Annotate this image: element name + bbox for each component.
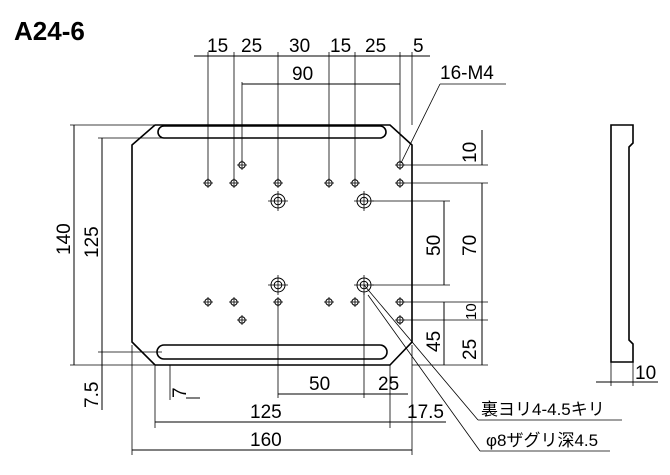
dim-side-10: 10 [635, 363, 656, 384]
hole-r2b [229, 297, 239, 307]
hole-r2a [203, 297, 213, 307]
dim-top-15b: 15 [330, 36, 351, 57]
right-dimensions: 10 50 70 10 45 25 [372, 130, 488, 366]
note-counterbore: φ8ザグリ深4.5 [486, 431, 598, 450]
hole-r2f [350, 297, 360, 307]
m4-holes [203, 160, 405, 325]
dim-bottom-125: 125 [250, 402, 282, 423]
dim-right-45: 45 [424, 331, 445, 352]
hole-r2h [395, 315, 405, 325]
dim-left-7-5: 7.5 [82, 382, 103, 408]
dim-top-25b: 25 [365, 36, 386, 57]
hole-r2e [324, 297, 334, 307]
top-dimensions: 15 25 30 15 25 5 90 [194, 36, 430, 180]
cb-hole-1 [268, 191, 288, 211]
note-back-holes: 裏ヨリ4-4.5キリ [481, 399, 605, 419]
dim-left-140: 140 [54, 223, 75, 255]
plate-outline [131, 124, 413, 366]
dim-bottom-7: 7 [170, 387, 191, 398]
side-view: 10 [596, 124, 658, 386]
hole-r1h [395, 178, 405, 188]
counterbore-holes [268, 191, 374, 295]
hole-notes: 裏ヨリ4-4.5キリ φ8ザグリ深4.5 [363, 284, 622, 452]
dim-right-25: 25 [460, 339, 481, 360]
cb-hole-3 [268, 275, 288, 295]
dim-right-10b: 10 [463, 303, 480, 320]
dim-bottom-160: 160 [250, 430, 282, 451]
dim-top-25a: 25 [241, 36, 262, 57]
dim-top-90: 90 [292, 64, 313, 85]
cb-hole-2 [354, 191, 374, 211]
dim-top-30: 30 [289, 36, 310, 57]
left-dimensions: 140 125 7.5 [54, 124, 162, 410]
dim-left-125: 125 [82, 226, 103, 258]
dim-bottom-50: 50 [309, 374, 330, 395]
dim-right-70: 70 [460, 235, 481, 256]
dim-bottom-25: 25 [378, 374, 399, 395]
dim-top-5: 5 [413, 36, 424, 57]
hole-r2g [395, 297, 405, 307]
hole-r2c [237, 315, 247, 325]
drawing-title: A24-6 [14, 16, 85, 46]
thread-label: 16-M4 [440, 63, 494, 84]
bottom-dimensions: 7 50 25 125 17.5 160 [131, 293, 446, 455]
dim-right-10a: 10 [460, 142, 481, 163]
dim-bottom-17-5: 17.5 [407, 402, 444, 423]
dim-top-15a: 15 [207, 36, 228, 57]
dim-right-50: 50 [424, 235, 445, 256]
thread-callout: 16-M4 [400, 63, 506, 164]
